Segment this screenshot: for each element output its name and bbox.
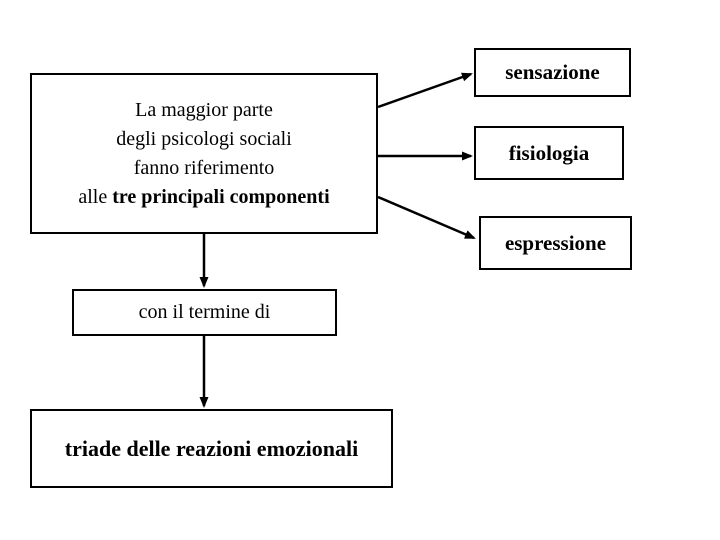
main-statement-line2: degli psicologi sociali [116,127,292,150]
component-label-espressione: espressione [504,230,607,255]
main-statement-line4-regular: alle [78,185,108,208]
arrow-main-to-sensazione [377,72,473,109]
result-box-label: triade delle reazioni emozionali [64,435,359,461]
main-statement-text: La maggior parte degli psicologi sociali… [78,96,329,212]
component-label-sensazione: sensazione [505,60,600,84]
component-box-sensazione: sensazione [474,48,631,97]
component-box-fisiologia: fisiologia [474,126,624,180]
main-statement-line1: La maggior parte [135,98,273,121]
term-box: con il termine di [72,289,337,336]
arrow-main-to-espressione [377,195,476,240]
result-box: triade delle reazioni emozionali [30,409,393,488]
main-statement-line3: fanno riferimento [133,156,275,179]
main-statement-line4: alle tre principali componenti [78,183,329,212]
component-label-fisiologia: fisiologia [508,140,590,165]
term-box-label: con il termine di [138,301,271,323]
main-statement-box: La maggior parte degli psicologi sociali… [30,73,378,234]
component-box-espressione: espressione [479,216,632,270]
main-statement-line4-bold: tre principali componenti [112,185,330,208]
